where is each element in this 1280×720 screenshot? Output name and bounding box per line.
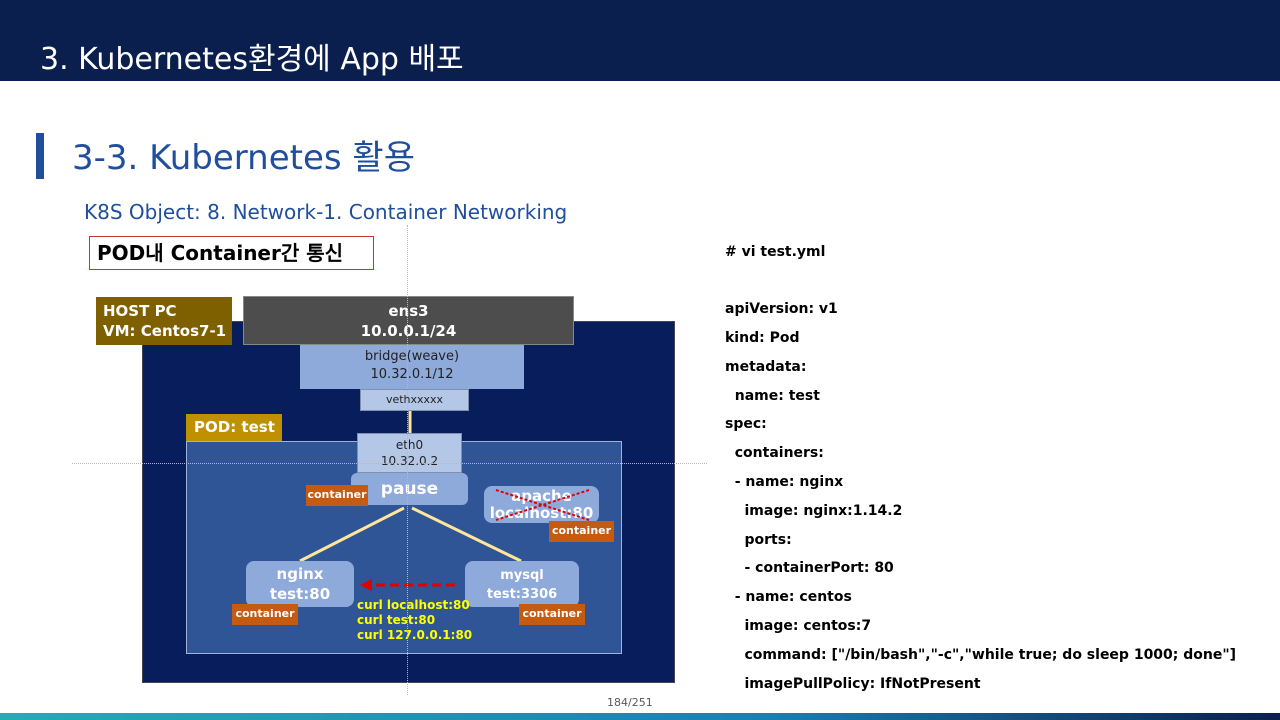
host-pc-label: HOST PC VM: Centos7-1 [96, 297, 232, 345]
ens3-interface: ens3 10.0.0.1/24 [243, 296, 574, 345]
container-tag: container [306, 485, 368, 506]
nginx-container: nginx test:80 [246, 561, 354, 607]
code-line: apiVersion: v1 [725, 301, 838, 317]
diagram-label: POD내 Container간 통신 [89, 236, 374, 270]
container-tag: container [549, 521, 614, 542]
code-line: metadata: [725, 359, 807, 375]
section-subtitle: K8S Object: 8. Network-1. Container Netw… [84, 200, 568, 224]
guide-line-vertical [407, 225, 408, 695]
host-pc-vm: VM: Centos7-1 [103, 322, 227, 340]
ens3-name: ens3 [388, 302, 429, 320]
apache-cross-mark [495, 489, 590, 521]
section-accent-bar [36, 133, 44, 179]
curl-arrow-head [360, 579, 372, 591]
nginx-port: test:80 [269, 585, 331, 603]
bridge-ip: 10.32.0.1/12 [370, 367, 454, 382]
guide-line-horizontal [72, 463, 707, 464]
code-line: image: centos:7 [725, 618, 872, 634]
page-title: 3. Kubernetes환경에 App 배포 [40, 42, 464, 77]
mysql-port: test:3306 [486, 587, 558, 602]
code-line: - name: nginx [725, 474, 844, 490]
apache-port: localhost:80 [489, 504, 594, 522]
mysql-container: mysql test:3306 [465, 561, 579, 607]
bridge-name: bridge(weave) [364, 349, 460, 364]
code-line: - name: centos [725, 589, 852, 605]
pause-container: pause [351, 473, 468, 505]
mysql-name: mysql [500, 568, 544, 583]
footer-bar [0, 713, 1280, 720]
host-pc-name: HOST PC [103, 302, 177, 320]
pause-mysql-link [411, 506, 522, 563]
code-line: # vi test.yml [725, 244, 826, 260]
container-tag: container [519, 604, 585, 625]
curl-command: curl localhost:80 [357, 598, 470, 612]
code-line: containers: [725, 445, 824, 461]
eth0-interface: eth0 10.32.0.2 [357, 433, 462, 473]
curl-command: curl 127.0.0.1:80 [357, 628, 473, 642]
code-line: image: nginx:1.14.2 [725, 503, 903, 519]
code-line: ports: [725, 532, 792, 548]
eth0-name: eth0 [395, 438, 424, 452]
code-line: name: test [725, 388, 820, 404]
container-tag: container [232, 604, 298, 625]
code-line: - containerPort: 80 [725, 560, 894, 576]
curl-command: curl test:80 [357, 613, 436, 627]
code-line: spec: [725, 416, 767, 432]
ens3-ip: 10.0.0.1/24 [360, 322, 457, 340]
pod-tag: POD: test [186, 414, 282, 441]
code-line: imagePullPolicy: IfNotPresent [725, 676, 981, 692]
pause-nginx-link [299, 506, 405, 563]
code-line: kind: Pod [725, 330, 800, 346]
code-line: command: ["/bin/bash","-c","while true; … [725, 647, 1237, 663]
eth0-ip: 10.32.0.2 [380, 454, 439, 468]
header-bar [0, 0, 1280, 81]
weave-bridge: bridge(weave) 10.32.0.1/12 [300, 345, 524, 389]
veth-interface: vethxxxxx [360, 389, 469, 411]
nginx-name: nginx [276, 565, 324, 583]
section-title: 3-3. Kubernetes 활용 [72, 138, 415, 178]
page-number: 184/251 [607, 696, 653, 709]
